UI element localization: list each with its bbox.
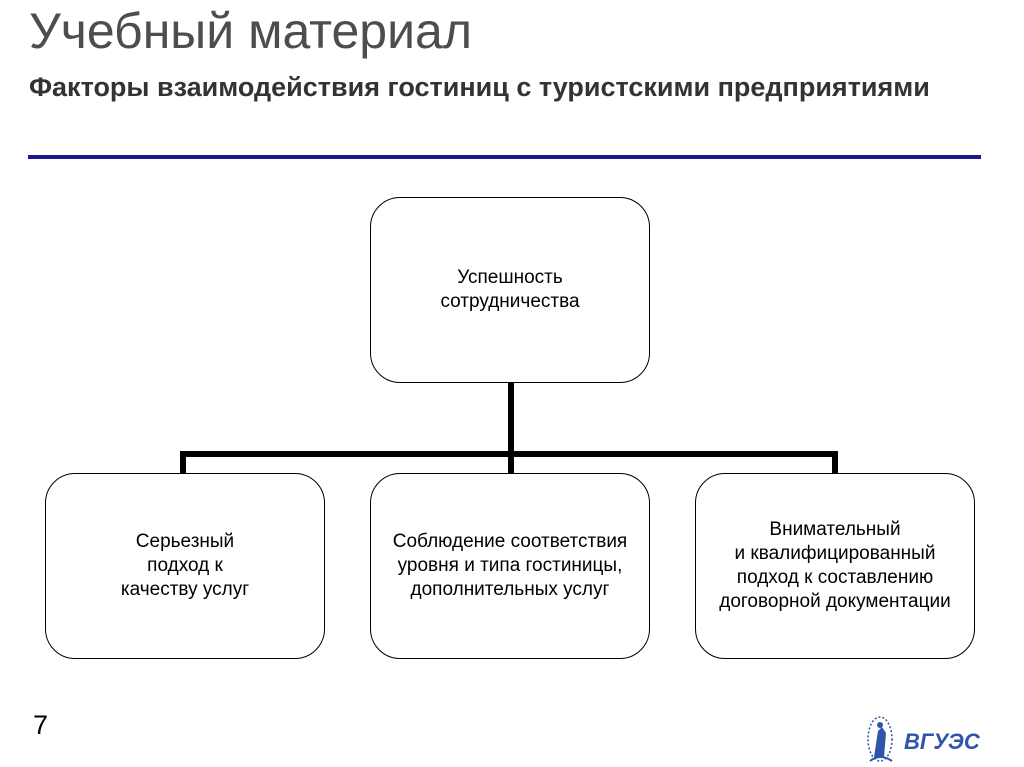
child-node-quality: Серьезный подход к качеству услуг (45, 473, 325, 659)
slide-subtitle: Факторы взаимодействия гостиниц с турист… (29, 72, 930, 102)
child-node-label: Соблюдение соответствия уровня и типа го… (392, 531, 628, 600)
connector-center-drop (508, 451, 514, 474)
page-number: 7 (33, 710, 49, 740)
connector-left-drop (180, 451, 186, 474)
university-logo-icon: ВГУЭС (867, 716, 981, 762)
title-divider (28, 155, 981, 159)
slide-title: Учебный материал (29, 3, 473, 59)
logo-text: ВГУЭС (904, 729, 981, 754)
child-node-label: Внимательный и квалифицированный подход … (719, 519, 951, 612)
child-node-compliance: Соблюдение соответствия уровня и типа го… (370, 473, 650, 659)
root-node-label: Успешность сотрудничества (440, 267, 580, 312)
child-node-documentation: Внимательный и квалифицированный подход … (695, 473, 975, 659)
connector-root-stem (508, 382, 514, 457)
connector-right-drop (832, 451, 838, 474)
root-node: Успешность сотрудничества (370, 197, 650, 383)
child-node-label: Серьезный подход к качеству услуг (120, 531, 250, 600)
